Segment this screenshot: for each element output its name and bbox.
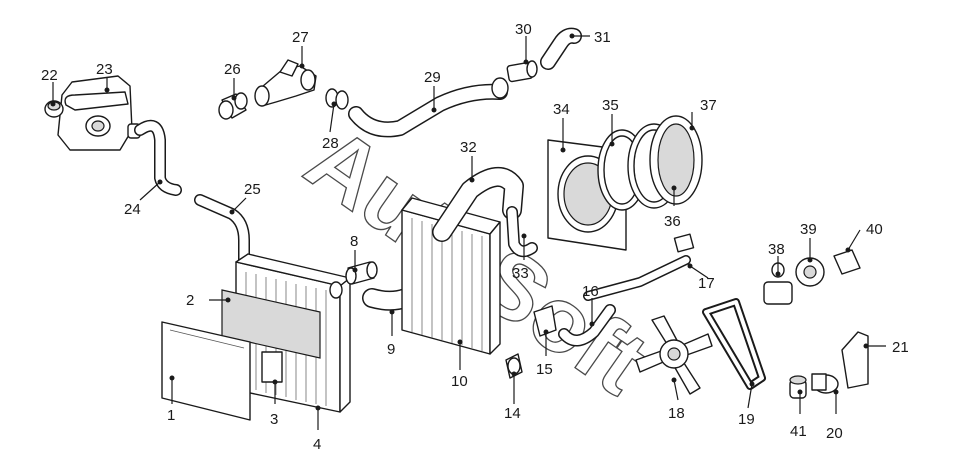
callout-38: 38: [768, 241, 785, 258]
part-expansion-tank: [57, 75, 141, 151]
part-hose-32: [432, 167, 524, 242]
part-pulley-20: [811, 373, 839, 394]
callout-39: 39: [800, 221, 817, 238]
part-hose-33: [506, 206, 538, 258]
callout-17: 17: [698, 275, 715, 292]
callout-3: 3: [270, 411, 278, 428]
part-fitting-8: [345, 261, 378, 285]
callout-18: 18: [668, 405, 685, 422]
callout-29: 29: [424, 69, 441, 86]
part-bracket-15: [533, 305, 557, 337]
callout-16: 16: [582, 283, 599, 300]
part-thermostat-housing-27: [254, 59, 317, 107]
part-hose-31: [540, 27, 582, 70]
callout-23: 23: [96, 61, 113, 78]
part-elbow-26: [218, 92, 248, 120]
part-bush-41: [789, 375, 807, 399]
callout-2: 2: [186, 292, 194, 309]
callout-30: 30: [515, 21, 532, 38]
callout-14: 14: [504, 405, 521, 422]
part-hose-16: [558, 304, 616, 347]
callout-35: 35: [602, 97, 619, 114]
callout-31: 31: [594, 29, 611, 46]
callout-15: 15: [536, 361, 553, 378]
part-cowl-37: [649, 115, 703, 205]
part-hose-24: [134, 119, 182, 196]
callout-4: 4: [313, 436, 321, 453]
callout-26: 26: [224, 61, 241, 78]
callout-25: 25: [244, 181, 261, 198]
part-sensor-40: [833, 249, 861, 275]
part-hose-25: [194, 194, 250, 268]
callout-37: 37: [700, 97, 717, 114]
callout-labels: 22 23 24 25 26 27 28 29 30 31 32 33 34 3…: [41, 21, 909, 453]
part-panel-1: [161, 321, 251, 421]
part-pipe-17: [583, 233, 695, 301]
callout-20: 20: [826, 425, 843, 442]
callout-34: 34: [553, 101, 570, 118]
callout-1: 1: [167, 407, 175, 424]
part-hose-29: [348, 77, 509, 138]
callout-40: 40: [866, 221, 883, 238]
part-bracket-21: [841, 331, 869, 389]
callout-32: 32: [460, 139, 477, 156]
callout-24: 24: [124, 201, 141, 218]
callout-41: 41: [790, 423, 807, 440]
callout-19: 19: [738, 411, 755, 428]
callout-28: 28: [322, 135, 339, 152]
callout-21: 21: [892, 339, 909, 356]
callout-27: 27: [292, 29, 309, 46]
part-mount-14: [505, 353, 523, 379]
part-fan-18: [635, 315, 713, 395]
callout-9: 9: [387, 341, 395, 358]
part-plate-3: [261, 351, 283, 383]
leader-lines: [52, 35, 886, 430]
callout-33: 33: [512, 265, 529, 282]
part-radiator-core-10: [401, 197, 501, 355]
part-clamps-28: [325, 88, 349, 110]
part-belt-19: [702, 298, 766, 390]
part-connector-30: [506, 60, 538, 83]
callout-22: 22: [41, 67, 58, 84]
callout-10: 10: [451, 373, 468, 390]
callout-8: 8: [350, 233, 358, 250]
callout-36: 36: [664, 213, 681, 230]
leader-dots: [50, 33, 869, 411]
